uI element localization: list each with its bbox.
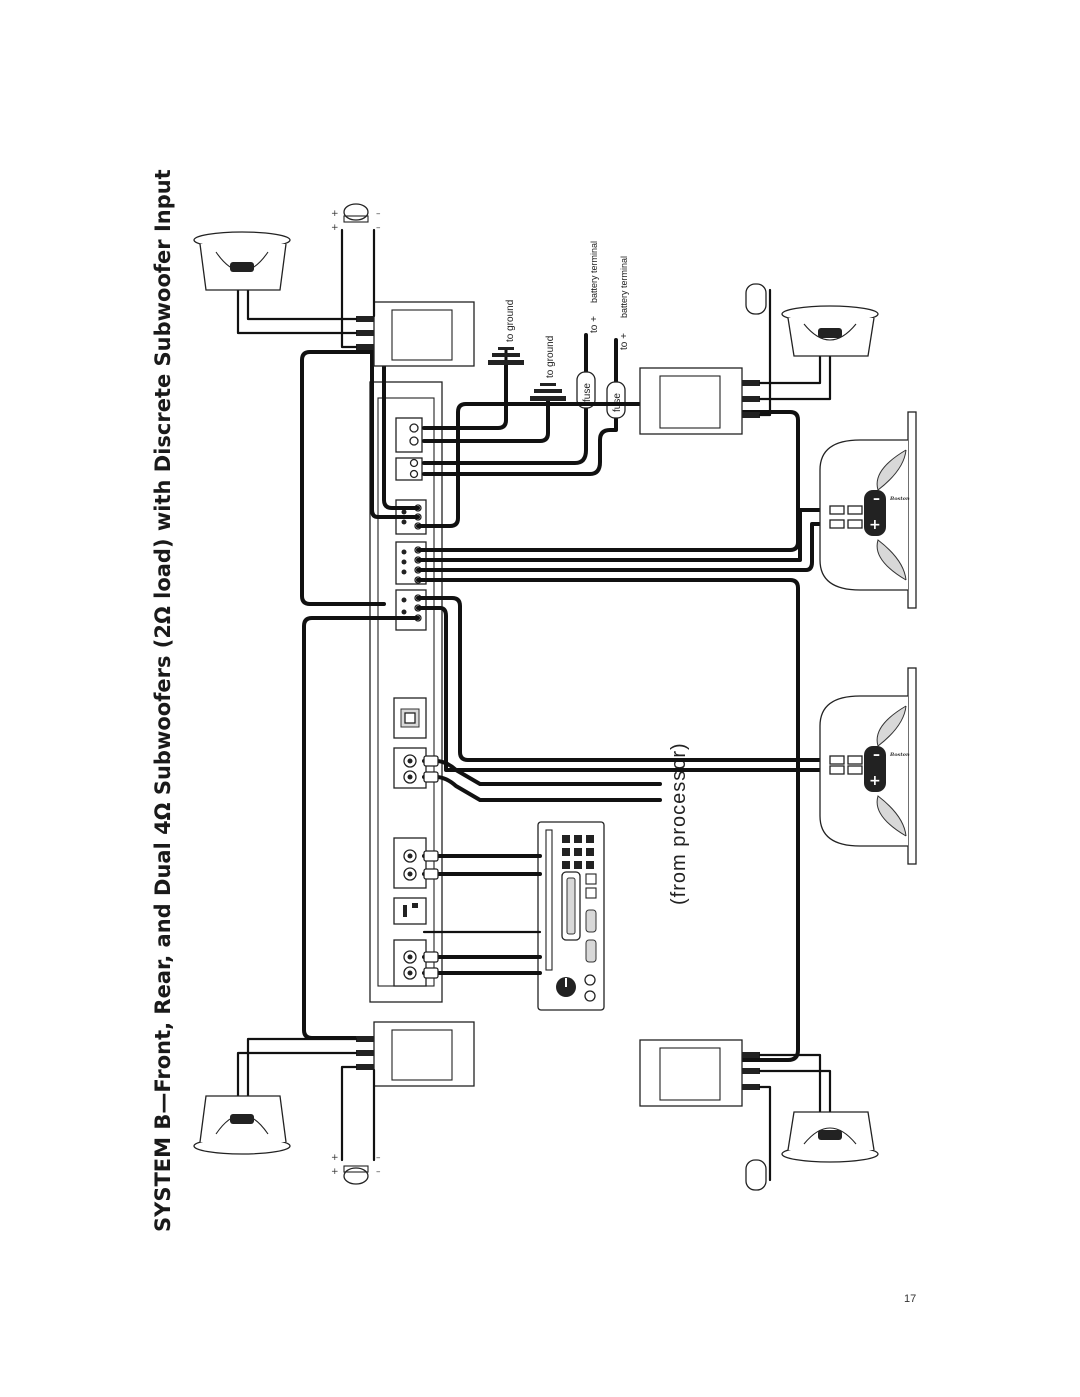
- to-ground-label-2: to ground: [545, 336, 556, 378]
- amp-speaker-terminals: [395, 499, 427, 631]
- from-processor-label: (from processor): [668, 742, 690, 905]
- amp-switch: [393, 897, 427, 925]
- svg-text:+: +: [869, 773, 881, 789]
- svg-text:Boston: Boston: [889, 752, 910, 758]
- tweeter-polarity-marks: + + – – + + – –: [331, 209, 381, 1177]
- tweeter-rear-left: [745, 283, 767, 315]
- sub-terminal-connectors: [829, 505, 863, 775]
- to-plus-label-1: to +: [589, 316, 600, 333]
- svg-text:+: +: [331, 209, 339, 219]
- svg-text:+: +: [331, 223, 339, 233]
- battery-terminal-label-2: battery terminal: [619, 256, 629, 318]
- speaker-front-left: [193, 231, 291, 291]
- speaker-rear-right: [781, 1111, 879, 1163]
- page-title: SYSTEM B—Front, Rear, and Dual 4Ω Subwoo…: [151, 169, 175, 1232]
- fuse-label-1: fuse: [582, 383, 593, 402]
- ground-symbol-1: [488, 347, 524, 365]
- ground-symbol-2: [530, 383, 566, 401]
- subwoofer-1: Boston: [819, 411, 917, 609]
- tweeter-front-left: [343, 203, 369, 223]
- fuse-1: [576, 371, 596, 409]
- to-plus-label-2: to +: [619, 333, 630, 350]
- amp-remote-port: [393, 697, 427, 739]
- speaker-rear-left: [781, 305, 879, 357]
- svg-text:–: –: [376, 223, 381, 233]
- battery-terminal-label-1: battery terminal: [589, 241, 599, 303]
- crossover-front-right: [356, 1021, 475, 1087]
- svg-text:–: –: [873, 747, 880, 763]
- svg-text:–: –: [376, 1153, 381, 1163]
- crossover-rear-left: [639, 367, 760, 435]
- crossover-rear-right: [639, 1039, 760, 1107]
- fuse-2: [606, 381, 626, 419]
- amplifier: [369, 381, 443, 1003]
- speaker-wiring: [300, 344, 832, 1062]
- subwoofer-2: Boston: [819, 667, 917, 865]
- crossover-output-wiring: [236, 228, 832, 1182]
- svg-text:–: –: [376, 1167, 381, 1177]
- page-number: 17: [904, 1293, 916, 1305]
- svg-text:Boston: Boston: [889, 496, 910, 502]
- amp-rca-inputs-front: [393, 837, 427, 889]
- crossover-front-left: [356, 301, 475, 367]
- tweeter-front-right: [343, 1165, 369, 1185]
- svg-text:+: +: [331, 1167, 339, 1177]
- svg-text:–: –: [873, 491, 880, 507]
- sub-terminal-marks: – + – +: [869, 491, 881, 789]
- head-unit: [537, 821, 605, 1011]
- svg-text:–: –: [376, 209, 381, 219]
- speaker-front-right: [193, 1095, 291, 1155]
- svg-text:+: +: [331, 1153, 339, 1163]
- amp-rca-inputs-rear: [393, 939, 427, 987]
- to-ground-label-1: to ground: [505, 300, 516, 342]
- svg-text:+: +: [869, 517, 881, 533]
- tweeter-rear-right: [745, 1159, 767, 1191]
- amp-rca-inputs-sub: [393, 747, 427, 789]
- amp-power-terminal: [395, 417, 423, 481]
